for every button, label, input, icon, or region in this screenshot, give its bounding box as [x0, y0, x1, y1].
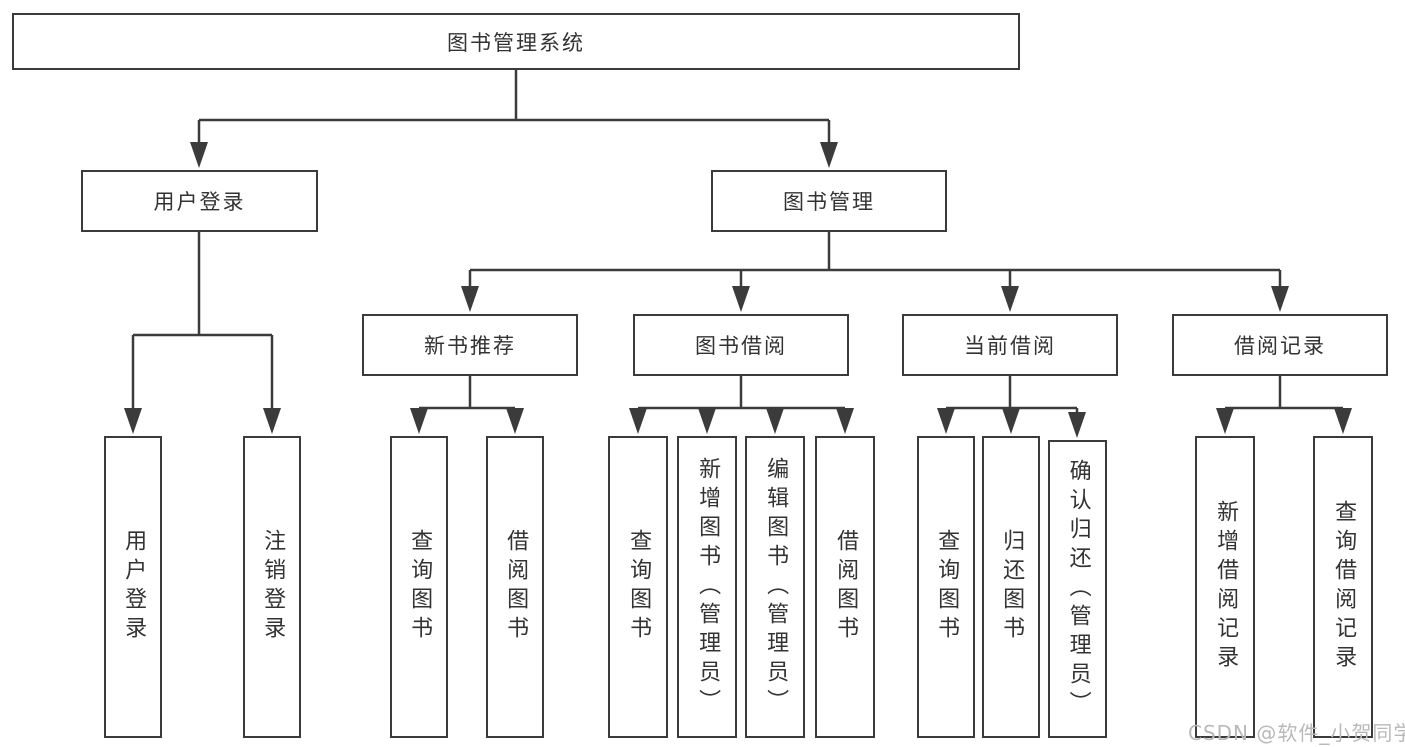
leaf-confirm-return-admin: 确认归还（管理员） [1048, 440, 1107, 738]
leaf-query-borrow-record: 查询借阅记录 [1313, 436, 1373, 738]
leaf-logout-label: 注销登录 [260, 529, 286, 645]
node-new-book-recommend: 新书推荐 [362, 314, 578, 376]
leaf-add-book-admin: 新增图书（管理员） [677, 436, 737, 738]
node-borrow-record-label: 借阅记录 [1234, 334, 1326, 358]
leaf-query-borrow-record-label: 查询借阅记录 [1331, 500, 1357, 674]
leaf-add-borrow-record: 新增借阅记录 [1195, 436, 1255, 738]
node-user-login-label: 用户登录 [153, 190, 246, 214]
node-book-borrow-label: 图书借阅 [695, 334, 787, 358]
node-book-management: 图书管理 [711, 170, 947, 232]
leaf-user-login: 用户登录 [104, 436, 162, 738]
node-book-borrow: 图书借阅 [633, 314, 849, 376]
leaf-confirm-return-admin-label: 确认归还（管理员） [1065, 458, 1091, 720]
leaf-borrow-book-1-label: 借阅图书 [503, 529, 529, 645]
node-current-borrow: 当前借阅 [902, 314, 1118, 376]
leaf-query-book-2-label: 查询图书 [626, 529, 652, 645]
node-new-book-recommend-label: 新书推荐 [424, 334, 516, 358]
leaf-query-book-3-label: 查询图书 [934, 529, 960, 645]
leaf-query-book-2: 查询图书 [608, 436, 668, 738]
leaf-borrow-book-2-label: 借阅图书 [833, 529, 859, 645]
leaf-query-book-3: 查询图书 [917, 436, 975, 738]
leaf-edit-book-admin-label: 编辑图书（管理员） [763, 456, 789, 718]
node-library-system-label: 图书管理系统 [447, 30, 585, 55]
leaf-borrow-book-2: 借阅图书 [815, 436, 875, 738]
csdn-watermark: CSDN @软件_小贺同学 [1188, 721, 1405, 745]
node-book-management-label: 图书管理 [783, 190, 875, 214]
arrowhead-icons [124, 142, 1352, 438]
leaf-query-book-1: 查询图书 [390, 436, 448, 738]
leaf-borrow-book-1: 借阅图书 [486, 436, 544, 738]
node-user-login: 用户登录 [81, 170, 318, 232]
leaf-query-book-1-label: 查询图书 [407, 529, 433, 645]
leaf-edit-book-admin: 编辑图书（管理员） [745, 436, 805, 738]
leaf-add-book-admin-label: 新增图书（管理员） [695, 456, 721, 718]
leaf-add-borrow-record-label: 新增借阅记录 [1213, 500, 1239, 674]
leaf-return-book-label: 归还图书 [999, 529, 1025, 645]
node-library-system: 图书管理系统 [12, 13, 1020, 70]
leaf-logout: 注销登录 [243, 436, 301, 738]
leaf-user-login-label: 用户登录 [121, 529, 147, 645]
node-borrow-record: 借阅记录 [1172, 314, 1388, 376]
node-current-borrow-label: 当前借阅 [964, 334, 1056, 358]
leaf-return-book: 归还图书 [982, 436, 1040, 738]
